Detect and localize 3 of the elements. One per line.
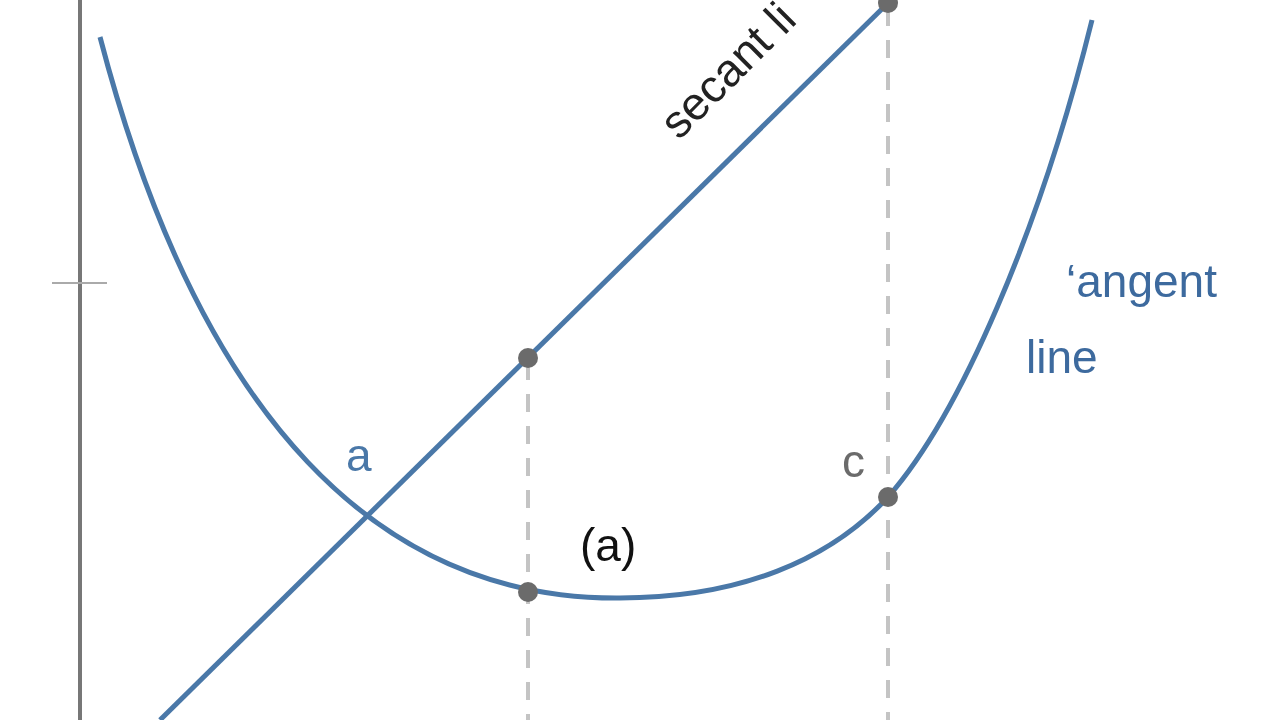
curve-label: line	[1026, 334, 1098, 380]
curve-label: c	[842, 438, 865, 484]
curve-label: a	[346, 432, 372, 478]
